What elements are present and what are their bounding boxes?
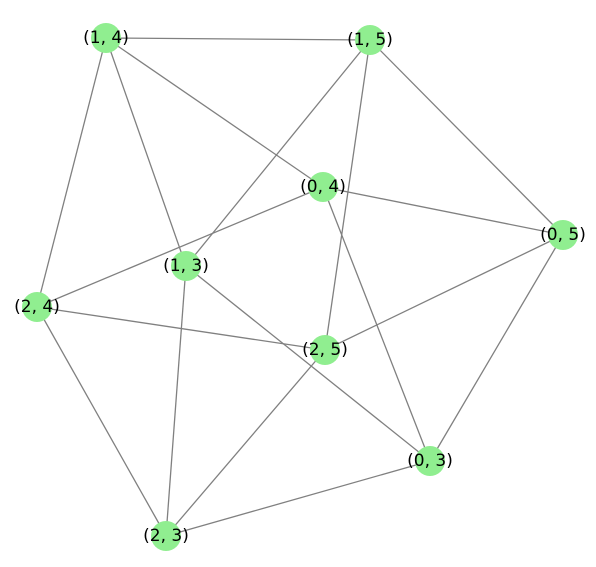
edge-n04-n24 xyxy=(36,186,324,308)
edge-n04-n05 xyxy=(322,186,564,236)
node-n04: (0, 4) xyxy=(300,172,346,202)
node-n23: (2, 3) xyxy=(143,521,189,551)
node-label: (0, 3) xyxy=(407,451,453,471)
node-n03: (0, 3) xyxy=(407,446,453,476)
node-circle xyxy=(171,251,201,281)
edge-n14-n24 xyxy=(36,37,107,308)
edge-n25-n23 xyxy=(165,349,326,537)
edge-n04-n03 xyxy=(322,186,431,462)
node-label: (1, 5) xyxy=(347,30,393,50)
node-n25: (2, 5) xyxy=(302,335,348,365)
edge-n14-n13 xyxy=(105,37,187,267)
node-circle xyxy=(355,25,385,55)
edge-n13-n03 xyxy=(185,265,431,462)
node-n13: (1, 3) xyxy=(163,251,209,281)
node-circle xyxy=(310,335,340,365)
edge-n24-n23 xyxy=(36,306,167,537)
node-label: (2, 4) xyxy=(14,297,60,317)
node-label: (0, 4) xyxy=(300,177,346,197)
edge-n15-n13 xyxy=(185,39,371,267)
edge-n13-n23 xyxy=(165,265,187,537)
edge-n05-n03 xyxy=(429,234,564,462)
node-circle xyxy=(22,292,52,322)
nodes-layer: (1, 4) (1, 5) (0, 4) (0, 5) (1, 3) (2, 4) (2, … xyxy=(14,23,586,551)
node-n15: (1, 5) xyxy=(347,25,393,55)
node-circle xyxy=(151,521,181,551)
edge-n24-n25 xyxy=(36,306,326,351)
node-label: (2, 3) xyxy=(143,526,189,546)
node-label: (0, 5) xyxy=(540,225,586,245)
edges-layer xyxy=(36,37,564,537)
node-label: (1, 4) xyxy=(83,28,129,48)
edge-n15-n25 xyxy=(324,39,371,351)
edge-n14-n15 xyxy=(105,37,371,41)
node-label: (2, 5) xyxy=(302,340,348,360)
edge-n05-n25 xyxy=(324,234,564,351)
node-circle xyxy=(548,220,578,250)
node-n05: (0, 5) xyxy=(540,220,586,250)
edge-n14-n04 xyxy=(105,37,324,188)
node-circle xyxy=(308,172,338,202)
node-n14: (1, 4) xyxy=(83,23,129,53)
node-n24: (2, 4) xyxy=(14,292,60,322)
node-label: (1, 3) xyxy=(163,256,209,276)
edge-n03-n23 xyxy=(165,460,431,537)
node-circle xyxy=(91,23,121,53)
node-circle xyxy=(415,446,445,476)
edge-n15-n05 xyxy=(369,39,564,236)
